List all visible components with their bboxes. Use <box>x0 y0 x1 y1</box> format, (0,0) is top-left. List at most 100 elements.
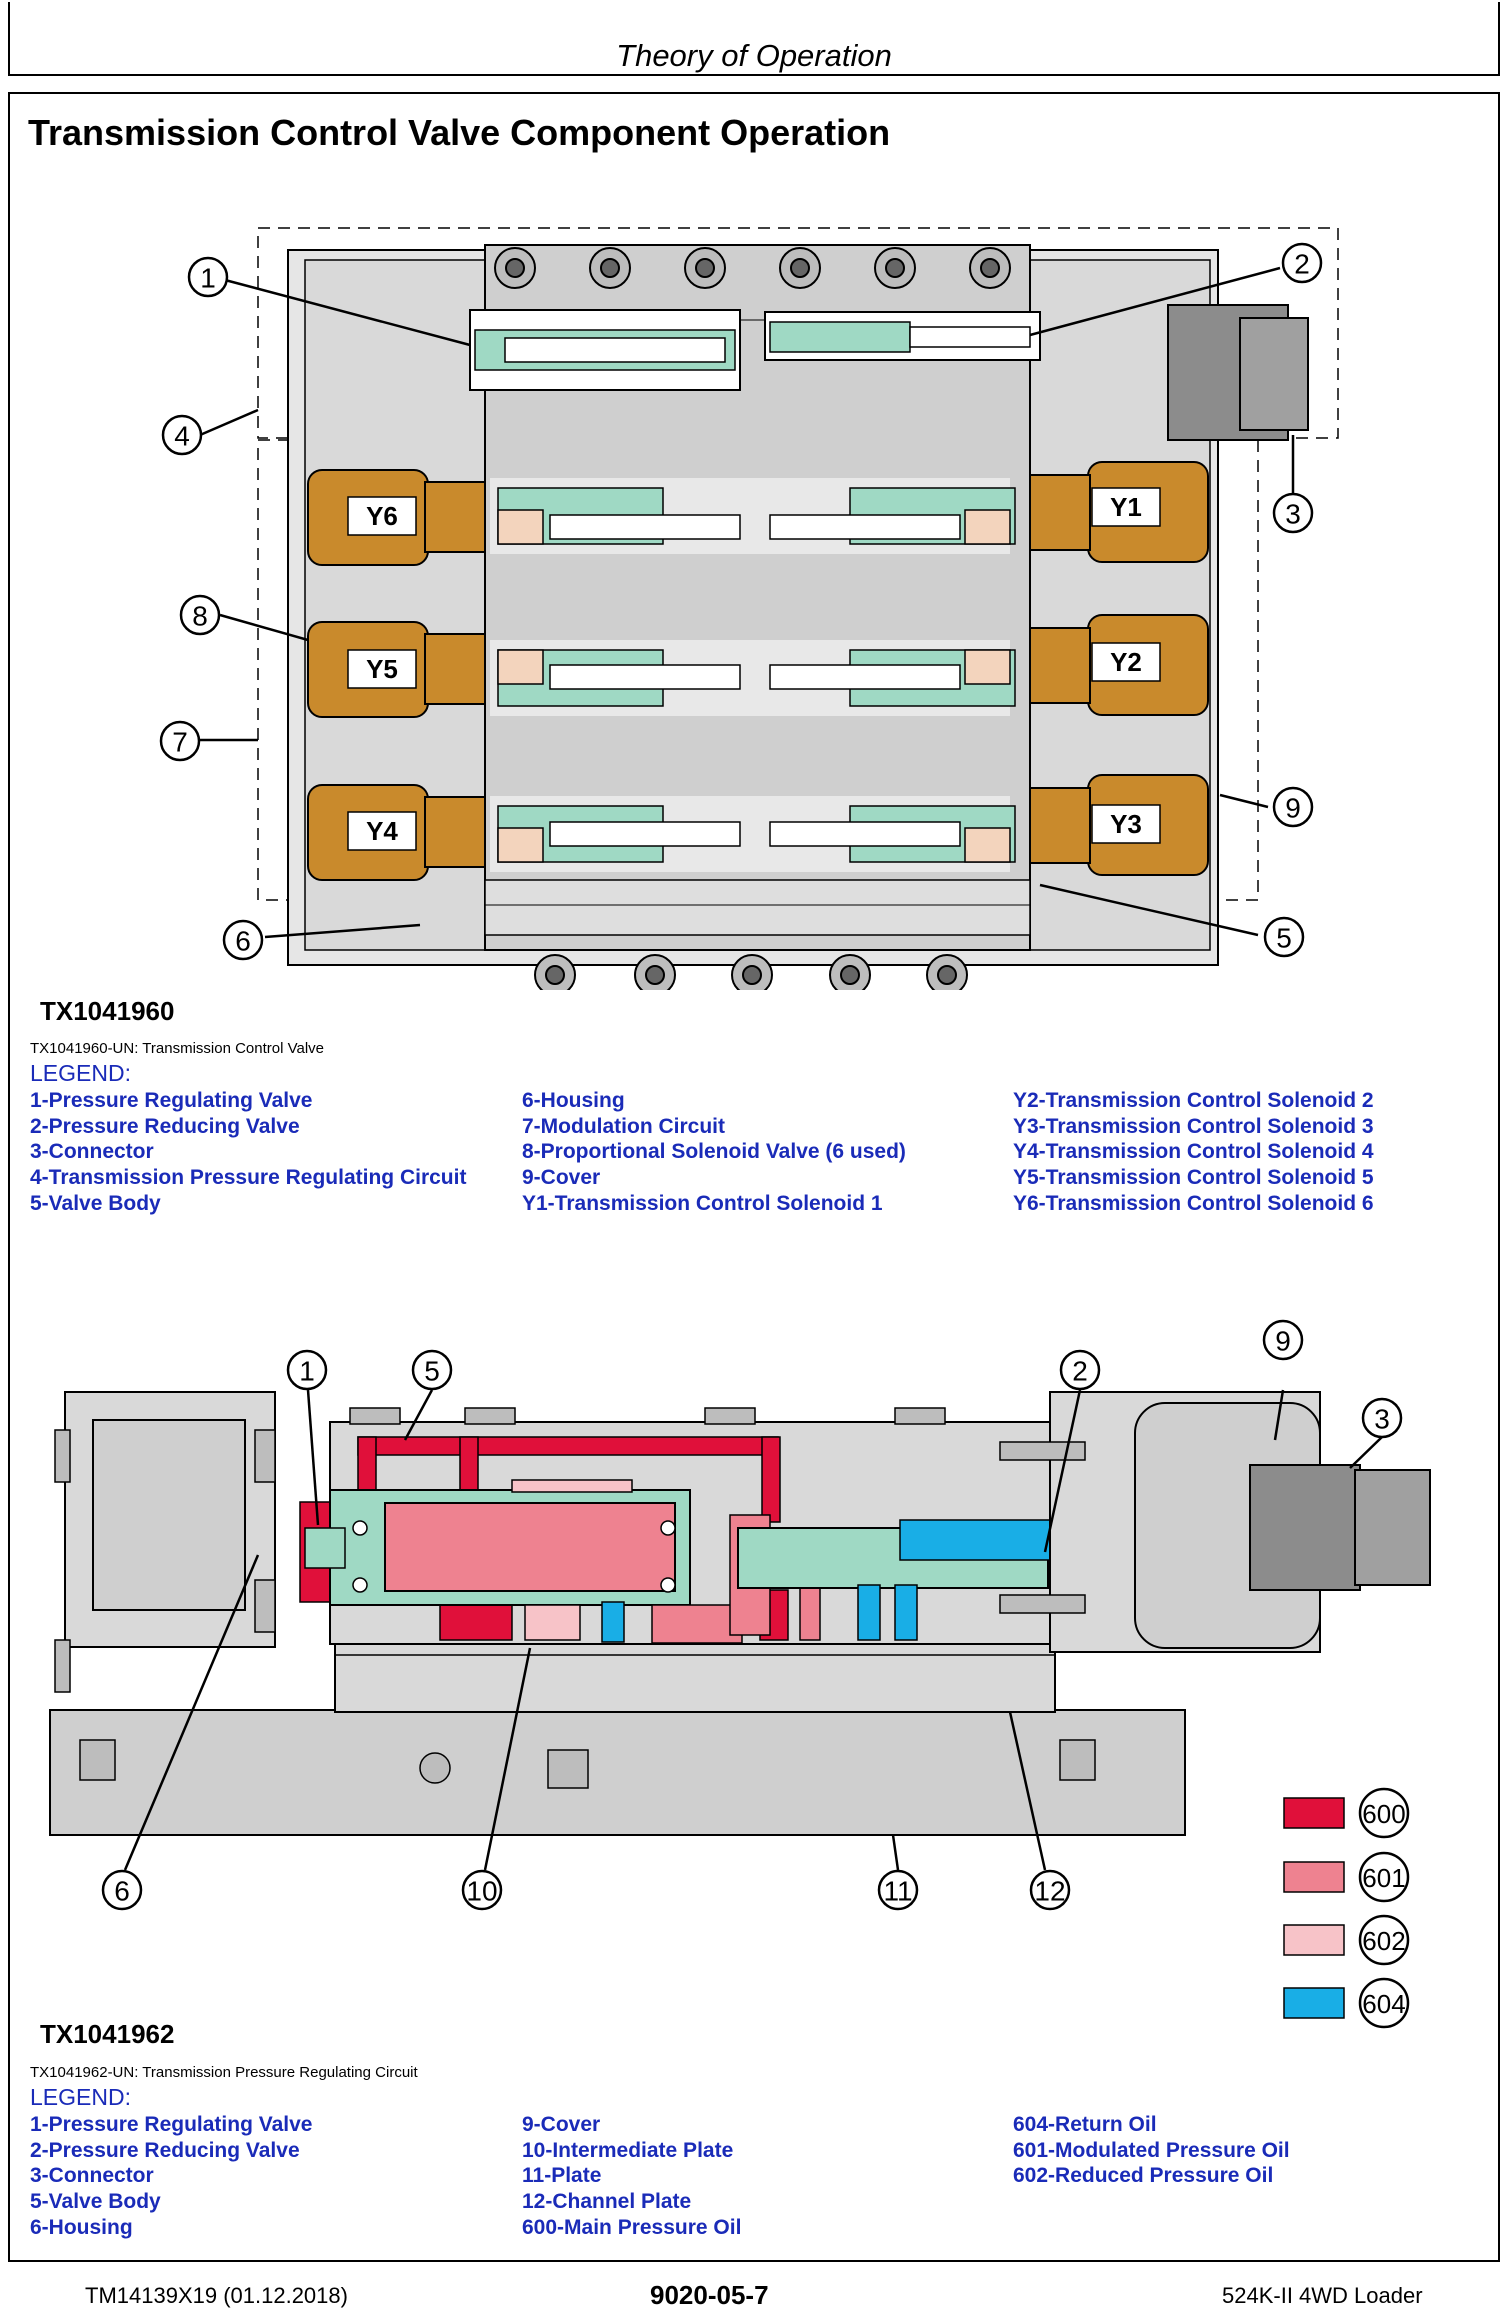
legend-item: 3-Connector <box>30 1140 154 1164</box>
legend-item: 11-Plate <box>522 2164 602 2188</box>
legend-item: Y2-Transmission Control Solenoid 2 <box>1013 1089 1374 1112</box>
legend-item: 3-Connector <box>30 2164 154 2188</box>
legend-item: Y6-Transmission Control Solenoid 6 <box>1013 1191 1374 1215</box>
legend-item: 1-Pressure Regulating Valve <box>30 1089 313 1112</box>
solenoid-label-y3: Y3 <box>1110 809 1142 839</box>
legend-item: 6-Housing <box>30 2215 133 2239</box>
legend-item: 602-Reduced Pressure Oil <box>1013 2164 1274 2188</box>
figure-pressure-regulating-circuit: 1 5 2 9 3 6 10 11 12 600 601 602 604 <box>49 1319 1431 2029</box>
figure2-caption: TX1041962-UN: Transmission Pressure Regu… <box>30 2064 418 2081</box>
legend-item: 10-Intermediate Plate <box>522 2138 734 2162</box>
callout-1: 1 <box>187 256 229 298</box>
legend-item: 600-Main Pressure Oil <box>522 2215 742 2239</box>
fig2-callout-10: 10 <box>461 1869 503 1911</box>
legend-item: Y4-Transmission Control Solenoid 4 <box>1013 1140 1374 1164</box>
legend-item: 12-Channel Plate <box>522 2190 692 2214</box>
svg-text:3: 3 <box>1374 1404 1390 1435</box>
svg-text:2: 2 <box>1072 1356 1088 1387</box>
figure2-legend-col-2: 9-Cover 10-Intermediate Plate 11-Plate 1… <box>522 2112 741 2241</box>
legend-item: 8-Proportional Solenoid Valve (6 used) <box>522 1140 906 1164</box>
legend-item: 9-Cover <box>522 2113 601 2136</box>
legend-item: 2-Pressure Reducing Valve <box>30 2138 300 2162</box>
fig2-callout-6: 6 <box>101 1869 143 1911</box>
callout-6: 6 <box>222 919 264 961</box>
figure-transmission-control-valve: Y6 Y5 Y4 Y1 Y2 Y3 1 2 3 4 5 6 7 8 9 <box>159 227 1339 990</box>
color-key: 600 601 602 604 <box>1283 1787 1410 2029</box>
key-swatch-600 <box>1283 1797 1345 1829</box>
figure2-id: TX1041962 <box>40 2019 175 2049</box>
callout-8: 8 <box>179 594 221 636</box>
legend-item: 604-Return Oil <box>1013 2113 1157 2136</box>
key-label-602: 602 <box>1362 1926 1405 1956</box>
legend-item: Y5-Transmission Control Solenoid 5 <box>1013 1166 1374 1190</box>
svg-text:9: 9 <box>1275 1326 1291 1357</box>
svg-text:1: 1 <box>299 1356 315 1387</box>
fig2-callout-2: 2 <box>1059 1349 1101 1391</box>
solenoid-label-y2: Y2 <box>1110 647 1142 677</box>
figure2-legend-col-1: 1-Pressure Regulating Valve 2-Pressure R… <box>30 2112 312 2241</box>
legend-item: Y1-Transmission Control Solenoid 1 <box>522 1191 883 1215</box>
figure1-legend-heading: LEGEND: <box>30 1060 131 1086</box>
svg-text:10: 10 <box>466 1876 497 1907</box>
figure1-legend-col-1: 1-Pressure Regulating Valve 2-Pressure R… <box>30 1088 466 1217</box>
svg-text:6: 6 <box>235 926 251 957</box>
svg-text:3: 3 <box>1285 499 1301 530</box>
solenoid-label-y5: Y5 <box>366 654 398 684</box>
solenoid-label-y4: Y4 <box>366 816 398 846</box>
callout-3: 3 <box>1272 492 1314 534</box>
fig2-callout-11: 11 <box>877 1869 919 1911</box>
top-bolts <box>494 247 1011 289</box>
fig2-callout-9: 9 <box>1262 1319 1304 1361</box>
section-title: Transmission Control Valve Component Ope… <box>28 112 891 153</box>
key-swatch-602 <box>1283 1924 1345 1956</box>
key-label-604: 604 <box>1362 1989 1405 2019</box>
legend-item: 1-Pressure Regulating Valve <box>30 2113 313 2136</box>
svg-text:5: 5 <box>424 1356 440 1387</box>
figure1-id: TX1041960 <box>40 996 175 1026</box>
svg-text:8: 8 <box>192 601 208 632</box>
key-label-601: 601 <box>1362 1863 1405 1893</box>
figure2-legend-col-3: 604-Return Oil 601-Modulated Pressure Oi… <box>1013 2112 1290 2189</box>
legend-item: 5-Valve Body <box>30 2190 161 2214</box>
legend-item: 4-Transmission Pressure Regulating Circu… <box>30 1166 467 1190</box>
svg-text:9: 9 <box>1285 793 1301 824</box>
svg-text:5: 5 <box>1276 923 1292 954</box>
solenoid-label-y6: Y6 <box>366 501 398 531</box>
legend-item: 7-Modulation Circuit <box>522 1114 725 1138</box>
legend-item: 5-Valve Body <box>30 1191 161 1215</box>
spool-rows <box>490 478 1016 872</box>
svg-text:6: 6 <box>114 1876 130 1907</box>
fig2-callout-12: 12 <box>1029 1869 1071 1911</box>
svg-text:4: 4 <box>174 421 190 452</box>
svg-text:7: 7 <box>172 727 188 758</box>
svg-text:12: 12 <box>1034 1876 1065 1907</box>
figure2-legend-heading: LEGEND: <box>30 2084 131 2110</box>
content-frame <box>8 92 1500 2262</box>
legend-item: 9-Cover <box>522 1166 601 1190</box>
svg-text:11: 11 <box>883 1876 912 1907</box>
fig2-callout-3: 3 <box>1361 1397 1403 1439</box>
footer-document-id: TM14139X19 (01.12.2018) <box>85 2283 348 2308</box>
page-header: Theory of Operation <box>8 2 1500 76</box>
key-swatch-604 <box>1283 1987 1345 2019</box>
solenoid-label-y1: Y1 <box>1110 492 1142 522</box>
svg-text:1: 1 <box>200 263 216 294</box>
figure1-legend-col-3: Y2-Transmission Control Solenoid 2 Y3-Tr… <box>1013 1088 1374 1217</box>
callout-5: 5 <box>1263 916 1305 958</box>
page-header-title: Theory of Operation <box>616 38 892 73</box>
key-label-600: 600 <box>1362 1799 1405 1829</box>
figure1-legend-col-2: 6-Housing 7-Modulation Circuit 8-Proport… <box>522 1088 906 1217</box>
legend-item: 601-Modulated Pressure Oil <box>1013 2138 1290 2162</box>
bottom-bolts <box>534 954 968 990</box>
legend-item: 2-Pressure Reducing Valve <box>30 1114 300 1138</box>
footer-page-number: 9020-05-7 <box>650 2280 769 2310</box>
legend-item: Y3-Transmission Control Solenoid 3 <box>1013 1114 1374 1138</box>
figure1-caption: TX1041960-UN: Transmission Control Valve <box>30 1040 325 1057</box>
svg-text:2: 2 <box>1294 249 1310 280</box>
callout-9: 9 <box>1272 786 1314 828</box>
callout-7: 7 <box>159 720 201 762</box>
callout-4: 4 <box>161 414 203 456</box>
footer-machine-name: 524K-II 4WD Loader <box>1222 2283 1423 2308</box>
key-swatch-601 <box>1283 1861 1345 1893</box>
legend-item: 6-Housing <box>522 1089 625 1112</box>
